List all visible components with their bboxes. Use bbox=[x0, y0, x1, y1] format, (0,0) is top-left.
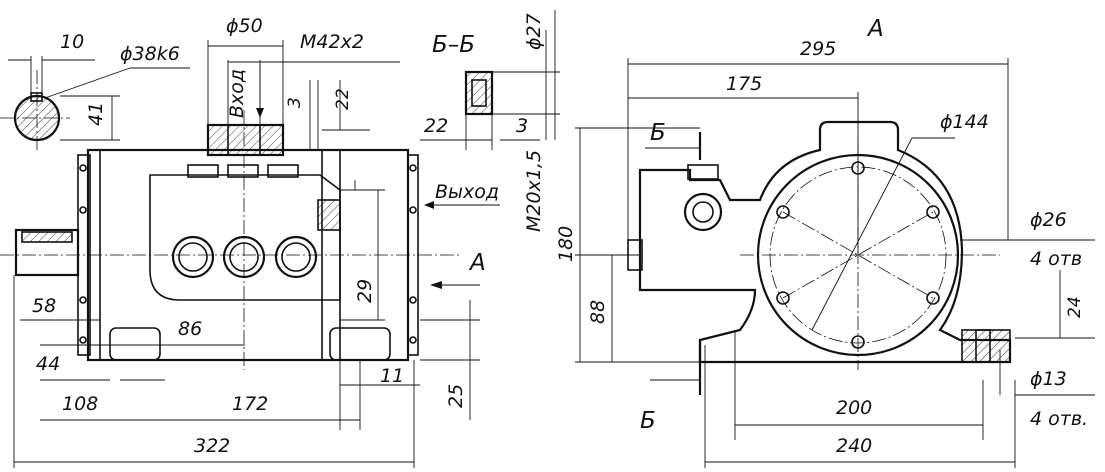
front-dimensions bbox=[13, 40, 500, 468]
pump-body bbox=[0, 110, 460, 370]
section-bb-dim-22: 22 bbox=[424, 115, 448, 137]
dim-25: 25 bbox=[445, 384, 467, 408]
dim-shaft-diameter: ϕ38k6 bbox=[120, 43, 180, 65]
front-labels: 10 ϕ38k6 41 ϕ50 M42x2 Вход 3 22 Выход 29… bbox=[32, 15, 499, 457]
dim-86: 86 bbox=[178, 318, 202, 340]
side-view-a: А bbox=[555, 16, 1095, 468]
section-bb-thread: M20x1,5 bbox=[523, 150, 545, 232]
dim-inlet-thread: M42x2 bbox=[300, 31, 364, 53]
side-dim-175: 175 bbox=[726, 73, 762, 95]
cut-label-top: Б bbox=[650, 120, 666, 146]
dim-44: 44 bbox=[36, 353, 60, 375]
dim-58: 58 bbox=[32, 295, 56, 317]
side-foot-hole-count: 4 отв. bbox=[1030, 408, 1088, 430]
dim-29: 29 bbox=[354, 279, 376, 303]
side-dim-200: 200 bbox=[836, 397, 872, 419]
plug-1 bbox=[171, 235, 215, 279]
section-bb-title: Б–Б bbox=[432, 32, 475, 58]
dim-inlet-diameter: ϕ50 bbox=[226, 15, 263, 37]
plug-3 bbox=[274, 235, 318, 279]
side-dim-295: 295 bbox=[800, 38, 836, 60]
dim-shaft-key-depth: 41 bbox=[85, 102, 107, 126]
section-bb-diameter: ϕ27 bbox=[523, 13, 545, 50]
dim-11: 11 bbox=[380, 365, 404, 387]
side-dim-180: 180 bbox=[555, 226, 577, 262]
side-dim-24: 24 bbox=[1065, 296, 1085, 318]
front-view: 10 ϕ38k6 41 ϕ50 M42x2 Вход 3 22 Выход 29… bbox=[0, 15, 500, 468]
dim-shaft-key-width: 10 bbox=[60, 31, 84, 53]
inlet-label: Вход bbox=[226, 69, 248, 118]
view-arrow-a: А bbox=[468, 250, 486, 276]
side-hole-diameter: ϕ26 bbox=[1030, 209, 1067, 231]
cut-label-bottom: Б bbox=[640, 408, 656, 434]
side-dim-88: 88 bbox=[587, 300, 609, 324]
outlet-label: Выход bbox=[435, 181, 499, 203]
dim-322: 322 bbox=[194, 435, 230, 457]
side-foot-hole-diameter: ϕ13 bbox=[1030, 368, 1067, 390]
side-view-title: А bbox=[866, 16, 884, 42]
dim-3-inlet: 3 bbox=[285, 97, 305, 108]
side-dim-240: 240 bbox=[836, 435, 872, 457]
side-hole-count: 4 отв bbox=[1030, 248, 1082, 270]
dim-22-inlet: 22 bbox=[333, 88, 353, 110]
dim-172: 172 bbox=[232, 393, 268, 415]
section-bb: Б–Б ϕ27 22 3 M20x1,5 bbox=[420, 10, 560, 232]
side-flange-diameter: ϕ144 bbox=[940, 111, 989, 133]
section-bb-dim-3: 3 bbox=[516, 115, 528, 137]
dim-108: 108 bbox=[62, 393, 98, 415]
shaft-section bbox=[0, 56, 190, 150]
